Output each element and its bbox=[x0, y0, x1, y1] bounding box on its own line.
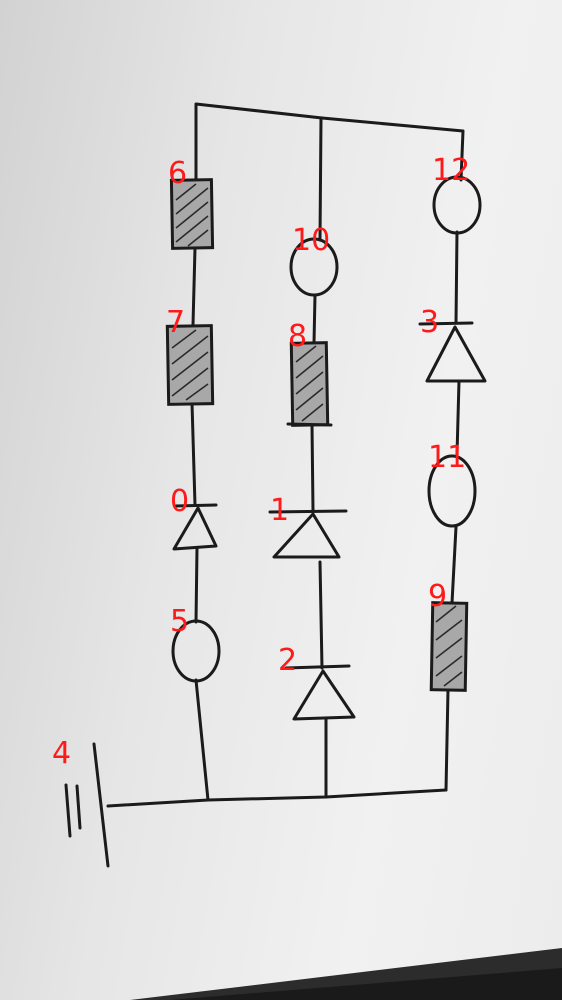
wire-left-9-bottom bbox=[194, 678, 210, 802]
label-1: 1 bbox=[270, 493, 289, 528]
wire-middle-1-2 bbox=[318, 560, 324, 670]
wire-middle-10-7 bbox=[312, 293, 317, 345]
label-6: 6 bbox=[168, 156, 187, 191]
wire-right-3-11 bbox=[455, 379, 461, 457]
resistor-8: 9 bbox=[428, 579, 469, 692]
wire-right-12-3 bbox=[454, 230, 459, 325]
battery-4-short-plate bbox=[64, 783, 72, 838]
lamp-12: 12 bbox=[432, 153, 482, 235]
diode-1: 1 bbox=[268, 493, 348, 559]
resistor-7: 8 bbox=[286, 319, 333, 427]
label-2: 2 bbox=[278, 643, 297, 678]
wire-middle-7-1 bbox=[310, 423, 315, 512]
wire-middle-top-10 bbox=[318, 116, 323, 242]
resistor-7-hatching bbox=[295, 345, 324, 422]
wire-left-5-0 bbox=[190, 401, 197, 507]
battery-4: 4 bbox=[52, 736, 110, 868]
label-12: 12 bbox=[432, 153, 470, 188]
label-10: 10 bbox=[292, 223, 330, 258]
lamp-10: 10 bbox=[289, 223, 339, 297]
lamp-11: 11 bbox=[427, 440, 477, 528]
resistor-7-underline bbox=[286, 422, 333, 427]
battery-4-short-plate-2 bbox=[75, 784, 82, 830]
label-11: 11 bbox=[428, 440, 466, 475]
wires bbox=[106, 102, 465, 808]
label-7: 8 bbox=[288, 319, 307, 354]
diode-2: 2 bbox=[278, 643, 356, 721]
diode-3: 3 bbox=[418, 305, 487, 383]
wire-left-0-9 bbox=[194, 546, 199, 624]
resistor-6: 6 bbox=[168, 156, 215, 250]
label-0: 0 bbox=[170, 484, 189, 519]
resistor-6-hatching bbox=[175, 183, 209, 247]
lamp-9: 5 bbox=[170, 604, 221, 683]
resistor-8-hatching bbox=[435, 605, 463, 687]
battery-4-long-plate bbox=[92, 742, 110, 868]
wire-top-right bbox=[320, 116, 465, 182]
label-5: 7 bbox=[166, 305, 185, 340]
diode-0: 0 bbox=[170, 484, 218, 551]
wire-right-8-bottom bbox=[444, 688, 450, 792]
wire-top-left bbox=[194, 102, 324, 182]
resistor-5: 7 bbox=[165, 305, 215, 406]
label-4: 4 bbox=[52, 736, 71, 771]
label-3: 3 bbox=[420, 305, 439, 340]
label-8: 9 bbox=[428, 579, 447, 614]
wire-left-6-5 bbox=[191, 246, 197, 327]
label-9: 5 bbox=[170, 604, 189, 639]
resistor-5-hatching bbox=[171, 329, 209, 401]
wire-bottom bbox=[106, 788, 448, 808]
wire-right-11-8 bbox=[450, 525, 458, 605]
